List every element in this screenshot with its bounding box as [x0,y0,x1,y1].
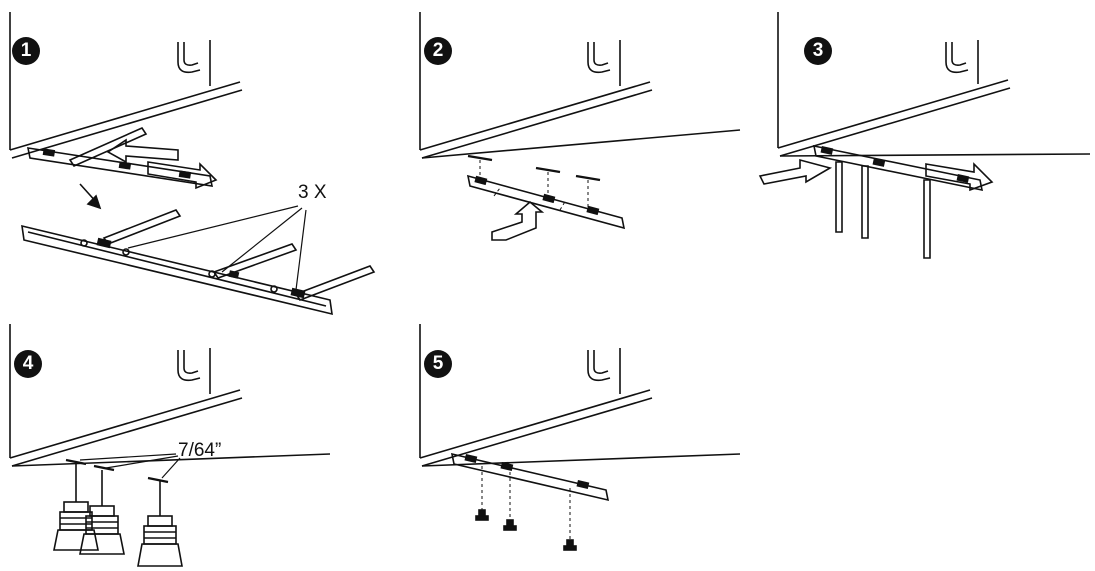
step-number-badge: 5 [424,350,452,378]
mounting-rail [450,452,610,502]
step-1-panel: 1 3 X [0,0,380,320]
drill [79,470,125,555]
mounting-rail-top [26,147,214,187]
pencil [212,243,298,279]
pencil [294,265,376,301]
step-number-badge: 2 [424,37,452,65]
pencil [68,126,148,168]
step-number-badge: 3 [804,37,832,65]
step-1-illustration [9,12,376,316]
mounting-rail [466,174,626,230]
step-3-illustration [758,12,1091,259]
marking-pencils [835,161,931,259]
slide-left-arrow [106,138,179,164]
step-5-illustration [419,324,741,551]
down-arrow [79,183,102,210]
drill-size-callout: 7/64” [178,440,222,461]
drill [137,480,183,567]
quantity-callout: 3 X [298,182,327,203]
step-5-panel: 5 [410,318,750,571]
cabinet-corner [419,12,741,159]
push-up-arrow [491,200,545,241]
cabinet-corner [419,324,741,467]
step-number-badge: 1 [12,37,40,65]
screw [563,488,577,551]
step-3-panel: 3 [758,0,1095,320]
slide-right-arrow [925,162,994,192]
callout-leaders [79,453,181,479]
slide-right-arrow [147,161,218,190]
screw [503,472,517,531]
drill [53,462,99,551]
step-4-panel: 4 7/64” [0,318,380,571]
pencil [102,209,182,245]
step-2-illustration [419,12,741,241]
alignment-guides [479,160,589,211]
mounting-rail [812,144,984,192]
cabinet-corner [777,12,1091,157]
step-2-panel: 2 [410,0,750,320]
pencil-marks [65,458,169,484]
callout-leaders [127,205,307,291]
step-4-illustration [9,324,331,567]
pencil-marks [467,154,601,182]
cabinet-corner [9,324,331,467]
slide-in-arrow [758,158,833,185]
step-number-badge: 4 [14,350,42,378]
screw [475,466,489,521]
mounting-rail-exploded [21,224,333,316]
cabinet-corner [9,12,243,159]
